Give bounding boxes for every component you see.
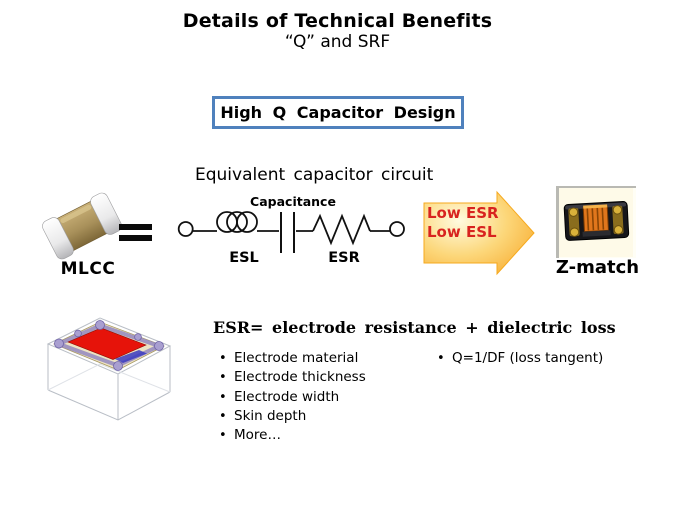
page-title: Details of Technical Benefits [182,10,493,32]
arrow-benefit-text: Low ESR Low ESL [427,204,499,241]
arrow-benefit-line1: Low ESR [427,204,499,222]
left-terminal-icon [177,221,194,237]
equals-bar-bottom [119,235,152,241]
resistor-zigzag-icon [312,213,371,246]
high-q-banner: High Q Capacitor Design [212,96,464,129]
list-item: More… [219,426,366,446]
zmatch-label: Z-match [555,257,640,278]
list-item: Skin depth [219,407,366,427]
circuit-diagram [177,211,405,253]
equals-sign [119,224,152,241]
arrow-benefit-line2: Low ESL [427,222,497,241]
list-item: Electrode material [219,349,366,369]
list-item: Q=1/DF (loss tangent) [437,349,603,369]
inductor-coil-icon [216,211,258,233]
esr-definition-heading: ESR= electrode resistance + dielectric l… [213,318,616,337]
zmatch-photo [556,186,636,258]
list-item: Electrode width [219,388,366,408]
capacitance-label: Capacitance [250,194,336,209]
q-definition-list: Q=1/DF (loss tangent) [437,349,603,369]
list-item: Electrode thickness [219,368,366,388]
capacitor-3d-image [46,317,172,421]
equals-bar-top [119,224,152,230]
right-terminal-icon [389,221,405,237]
mlcc-label: MLCC [60,259,116,279]
esr-factor-list: Electrode material Electrode thickness E… [219,349,366,446]
arrow-right-graphic [423,190,535,276]
circuit-heading: Equivalent capacitor circuit [195,165,434,185]
esl-label: ESL [229,250,259,266]
zmatch-component-image [563,201,630,241]
mlcc-chip-image [42,192,122,260]
capacitor-plates-icon [280,212,295,253]
esr-label: ESR [328,250,360,266]
page-subtitle: “Q” and SRF [284,32,391,52]
high-q-banner-label: High Q Capacitor Design [220,103,456,122]
